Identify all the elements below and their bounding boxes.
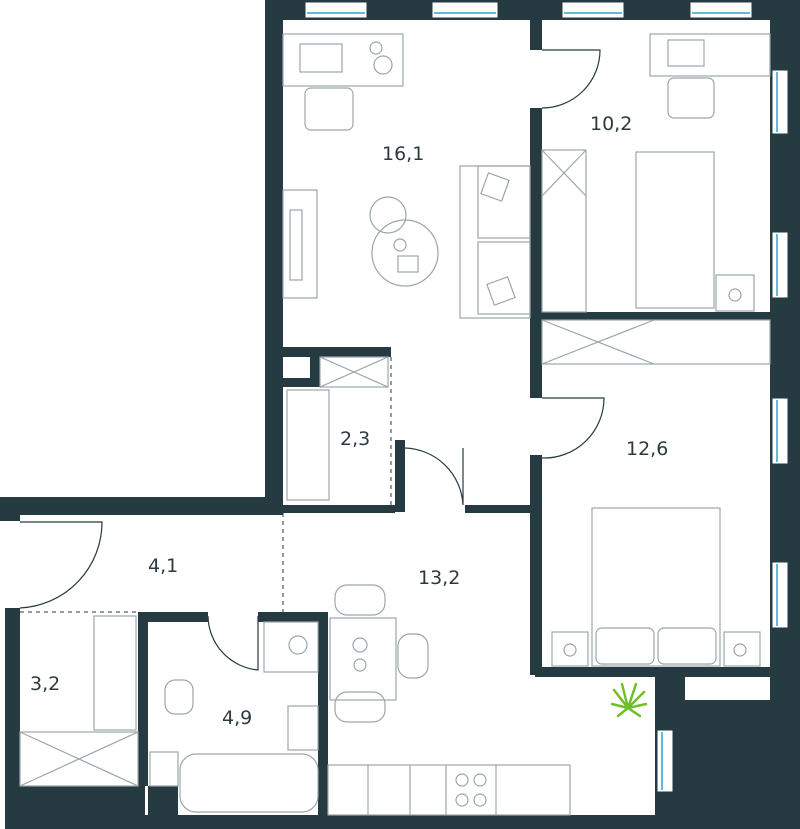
plant-icon: [610, 682, 648, 718]
room-area-bathroom: 4,9: [222, 707, 252, 729]
room-area-kitchen: 13,2: [418, 567, 460, 589]
doors: [19, 49, 605, 671]
windows: [304, 1, 789, 793]
furniture: [19, 33, 771, 816]
room-area-closet: 2,3: [340, 428, 370, 450]
room-area-living: 16,1: [382, 143, 424, 165]
room-area-storage: 3,2: [30, 673, 60, 695]
room-area-bedroom-small: 10,2: [590, 113, 632, 135]
room-area-bedroom-large: 12,6: [626, 438, 668, 460]
room-area-hall: 4,1: [148, 555, 178, 577]
